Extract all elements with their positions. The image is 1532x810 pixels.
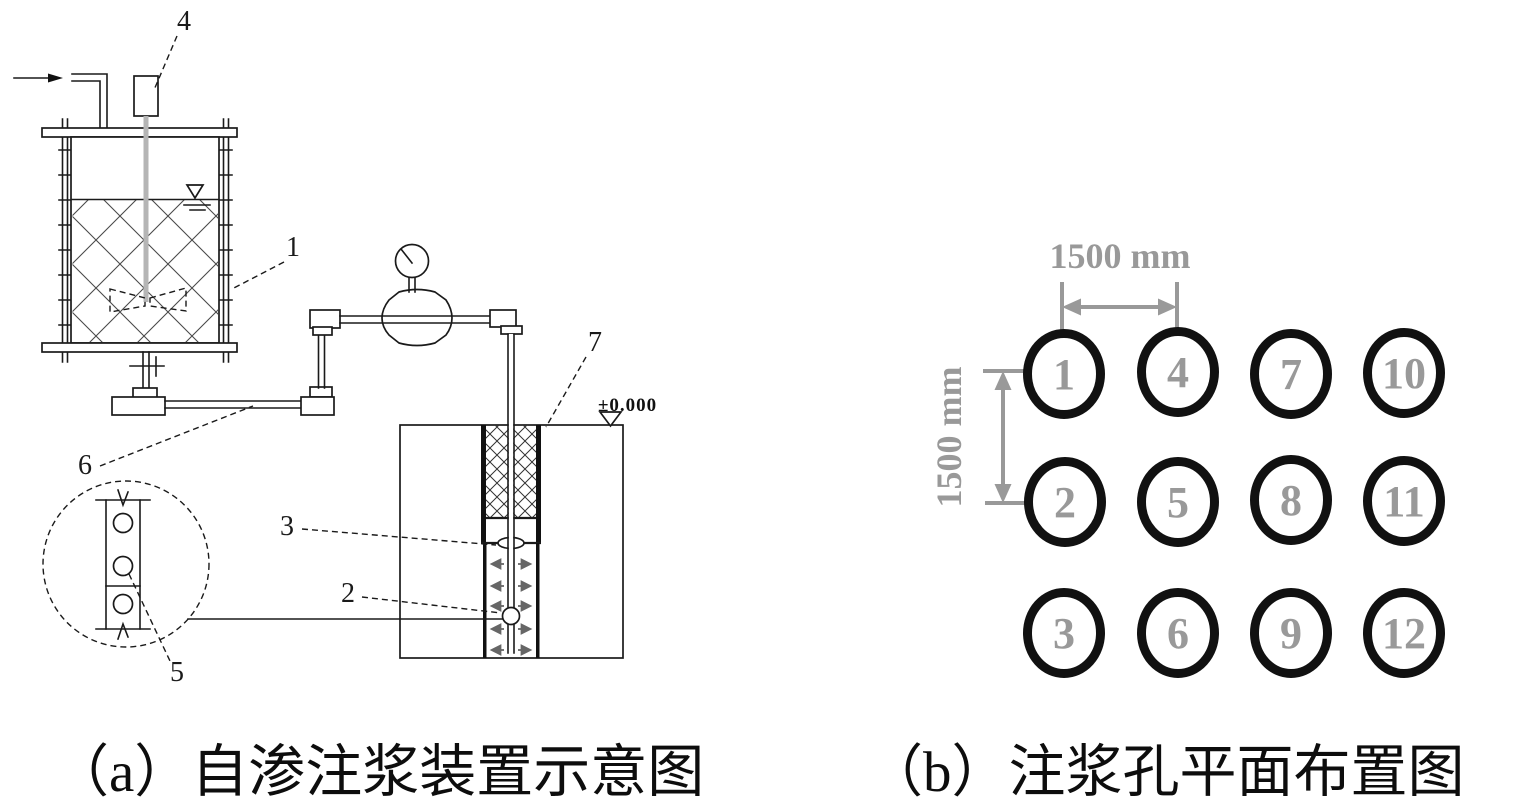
caption-panel-b: （b）注浆孔平面布置图 <box>866 741 1465 804</box>
gauge-needle <box>399 247 414 265</box>
perforation-hole <box>112 512 134 534</box>
borehole-casing-wall <box>536 425 541 543</box>
perforation-hole <box>112 555 134 577</box>
pressure-gauge-assembly <box>339 243 523 347</box>
grout-hole-1: 1 <box>1023 329 1105 419</box>
caption-panel-a: （a）自渗注浆装置示意图 <box>52 741 705 804</box>
pump-body <box>381 288 453 347</box>
tank-frame <box>58 118 233 363</box>
dimension-arrowhead-icon <box>1158 298 1177 316</box>
dimension-arrowhead-icon <box>1062 298 1081 316</box>
hole-circle <box>1023 329 1105 419</box>
v-spacing-label: 1500 mm <box>929 367 969 508</box>
grout-hole-5: 5 <box>1137 457 1219 547</box>
callout-6: 6 <box>78 450 92 481</box>
hole-number: 11 <box>1383 477 1425 526</box>
borehole-casing-wall <box>481 425 486 543</box>
grout-hole-8: 8 <box>1250 455 1332 545</box>
hole-circle <box>1250 329 1332 419</box>
perforated-pipe-detail-bubble <box>42 480 503 648</box>
grout-hole-3: 3 <box>1023 588 1105 678</box>
pipe-elbow <box>111 396 166 416</box>
dimension-arrowhead-icon <box>994 371 1012 390</box>
hole-number: 3 <box>1053 609 1075 658</box>
tank-frame-ticks <box>58 149 233 326</box>
pipe-break-mark <box>116 488 130 508</box>
hole-number: 9 <box>1280 609 1302 658</box>
callout-2: 2 <box>341 578 355 609</box>
inlet-flow-arrow-icon <box>13 73 63 83</box>
grout-hole-2: 2 <box>1024 457 1106 547</box>
elevation-triangle-icon <box>598 411 623 428</box>
grout-hole-10: 10 <box>1363 328 1445 418</box>
injection-pipe-bore <box>508 334 514 653</box>
callout-leaders <box>99 35 587 662</box>
perforation-hole <box>112 593 134 615</box>
detail-circle <box>42 480 210 648</box>
pipe-elbow <box>489 309 517 328</box>
pipe-elbow <box>500 325 523 335</box>
hole-number: 12 <box>1382 609 1426 658</box>
ground-elevation-marker: ±0.000 <box>598 395 657 428</box>
grout-hole-11: 11 <box>1363 456 1445 546</box>
borehole-wall <box>536 543 540 658</box>
hole-circle <box>1250 455 1332 545</box>
pipe-break-mark <box>116 621 130 641</box>
hole-number: 2 <box>1054 478 1076 527</box>
hole-number: 6 <box>1167 609 1189 658</box>
callout-1: 1 <box>286 232 300 263</box>
hole-number: 10 <box>1382 349 1426 398</box>
h-spacing-label: 1500 mm <box>1050 236 1191 276</box>
callout-3: 3 <box>280 511 294 542</box>
grout-mixing-tank <box>41 127 238 353</box>
dimension-arrowhead-icon <box>994 484 1012 503</box>
grout-hole-7: 7 <box>1250 329 1332 419</box>
hole-circle <box>1137 457 1219 547</box>
seepage-arrows <box>489 558 533 656</box>
soil-block-with-borehole: ±0.000 <box>399 333 657 659</box>
callout-4: 4 <box>177 6 191 37</box>
pipe-elbow <box>300 396 335 416</box>
ground-elevation-label: ±0.000 <box>598 395 657 416</box>
hole-circle <box>1023 588 1105 678</box>
hole-circle <box>1250 588 1332 678</box>
horizontal-dimension: 1500 mm <box>1050 236 1191 331</box>
hole-number: 5 <box>1167 478 1189 527</box>
grout-hole-9: 9 <box>1250 588 1332 678</box>
pipe-elbow <box>312 326 333 336</box>
vertical-dimension: 1500 mm <box>929 367 1028 508</box>
pipe-elbow <box>309 309 341 329</box>
tank-bottom-plate <box>41 342 238 353</box>
panel-b-plan: 1500 mm 1500 mm 1 4 <box>929 236 1445 678</box>
tank-lid <box>41 127 238 138</box>
hole-circle <box>1363 328 1445 418</box>
grout-hole-6: 6 <box>1137 588 1219 678</box>
callout-5: 5 <box>170 657 184 688</box>
pipe-elbow <box>309 386 333 398</box>
agitator-impeller <box>109 287 187 313</box>
grout-outlet-hole <box>501 606 521 626</box>
borehole-wall <box>483 543 487 658</box>
hole-circle <box>1363 456 1445 546</box>
hole-number: 4 <box>1167 348 1189 397</box>
inlet-pipe <box>71 73 108 129</box>
tank-drain-valve <box>129 351 165 391</box>
hole-circle <box>1137 327 1219 417</box>
hole-circle <box>1137 588 1219 678</box>
hole-circle <box>1024 457 1106 547</box>
grout-hole-12: 12 <box>1363 588 1445 678</box>
hole-number: 7 <box>1280 350 1302 399</box>
delivery-pipe-run <box>111 309 341 416</box>
callout-7: 7 <box>588 327 602 358</box>
hole-circle <box>1363 588 1445 678</box>
grout-hole-grid: 1 4 7 10 2 5 8 <box>1023 327 1445 678</box>
water-level-icon <box>183 184 211 211</box>
hole-number: 8 <box>1280 476 1302 525</box>
agitator-motor <box>133 75 159 117</box>
panel-a-schematic: ±0.000 <box>13 6 657 688</box>
hole-number: 1 <box>1053 350 1075 399</box>
grout-hole-4: 4 <box>1137 327 1219 417</box>
